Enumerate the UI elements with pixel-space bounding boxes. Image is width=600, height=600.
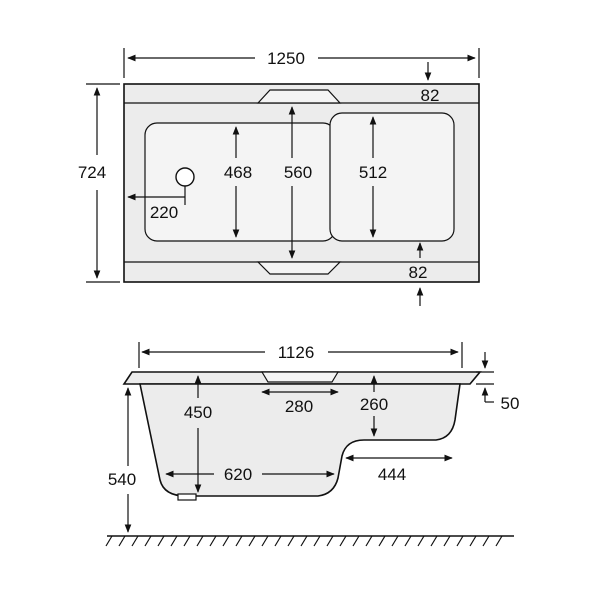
floor-hatch-line <box>391 535 399 547</box>
floor-hatch-line <box>157 535 165 547</box>
dim-1126-label: 1126 <box>278 343 315 362</box>
dim-280-label: 280 <box>285 397 313 416</box>
dim-540-label: 540 <box>108 470 136 489</box>
plan-view: 1250 724 82 82 468 560 512 220 <box>78 48 480 306</box>
dim-620-label: 620 <box>224 465 252 484</box>
floor-hatch-line <box>443 535 451 547</box>
dim-450-label: 450 <box>184 403 212 422</box>
floor-hatch-line <box>131 535 139 547</box>
dim-82-bottom-label: 82 <box>409 263 428 282</box>
dim-82-top-label: 82 <box>421 86 440 105</box>
side-bath-body <box>139 383 461 497</box>
dim-260-label: 260 <box>360 395 388 414</box>
floor-hatch-line <box>118 535 126 547</box>
floor-hatch-line <box>248 535 256 547</box>
plan-seat-basin <box>144 122 336 242</box>
floor-hatch-line <box>235 535 243 547</box>
plan-door-handle-top <box>256 89 342 104</box>
floor-hatch-line <box>261 535 269 547</box>
floor-hatch-line <box>196 535 204 547</box>
floor-hatch-line <box>209 535 217 547</box>
plan-waste-outlet <box>175 167 195 187</box>
floor-hatch-line <box>222 535 230 547</box>
dim-724-label: 724 <box>78 163 106 182</box>
plan-door-handle-bottom <box>256 261 342 275</box>
floor-hatch-line <box>300 535 308 547</box>
floor-hatch-line <box>469 535 477 547</box>
floor-hatch-line <box>456 535 464 547</box>
floor-hatch-line <box>482 535 490 547</box>
floor-hatch-line <box>404 535 412 547</box>
floor-hatch-line <box>144 535 152 547</box>
floor-hatch-line <box>495 535 503 547</box>
dim-220-label: 220 <box>150 203 178 222</box>
dim-50-label: 50 <box>501 394 520 413</box>
floor-hatch-line <box>313 535 321 547</box>
dim-560-label: 560 <box>284 163 312 182</box>
dim-444-label: 444 <box>378 465 406 484</box>
floor-hatch-line <box>365 535 373 547</box>
floor-hatch-line <box>352 535 360 547</box>
floor-hatch-line <box>417 535 425 547</box>
floor-hatch-line <box>287 535 295 547</box>
floor-hatch-line <box>170 535 178 547</box>
side-waste-stub <box>177 493 197 501</box>
floor-hatch-line <box>105 535 113 547</box>
floor-hatch-line <box>326 535 334 547</box>
dim-512-label: 512 <box>359 163 387 182</box>
side-door-recess <box>260 371 340 383</box>
floor-hatch-line <box>183 535 191 547</box>
dim-468-label: 468 <box>224 163 252 182</box>
dim-1250-label: 1250 <box>267 49 305 68</box>
side-floor-hatching <box>105 535 503 547</box>
side-view: 1126 50 280 540 450 260 620 444 <box>105 342 520 547</box>
plan-foot-basin <box>329 112 455 242</box>
floor-hatch-line <box>274 535 282 547</box>
floor-hatch-line <box>378 535 386 547</box>
floor-hatch-line <box>339 535 347 547</box>
floor-hatch-line <box>430 535 438 547</box>
